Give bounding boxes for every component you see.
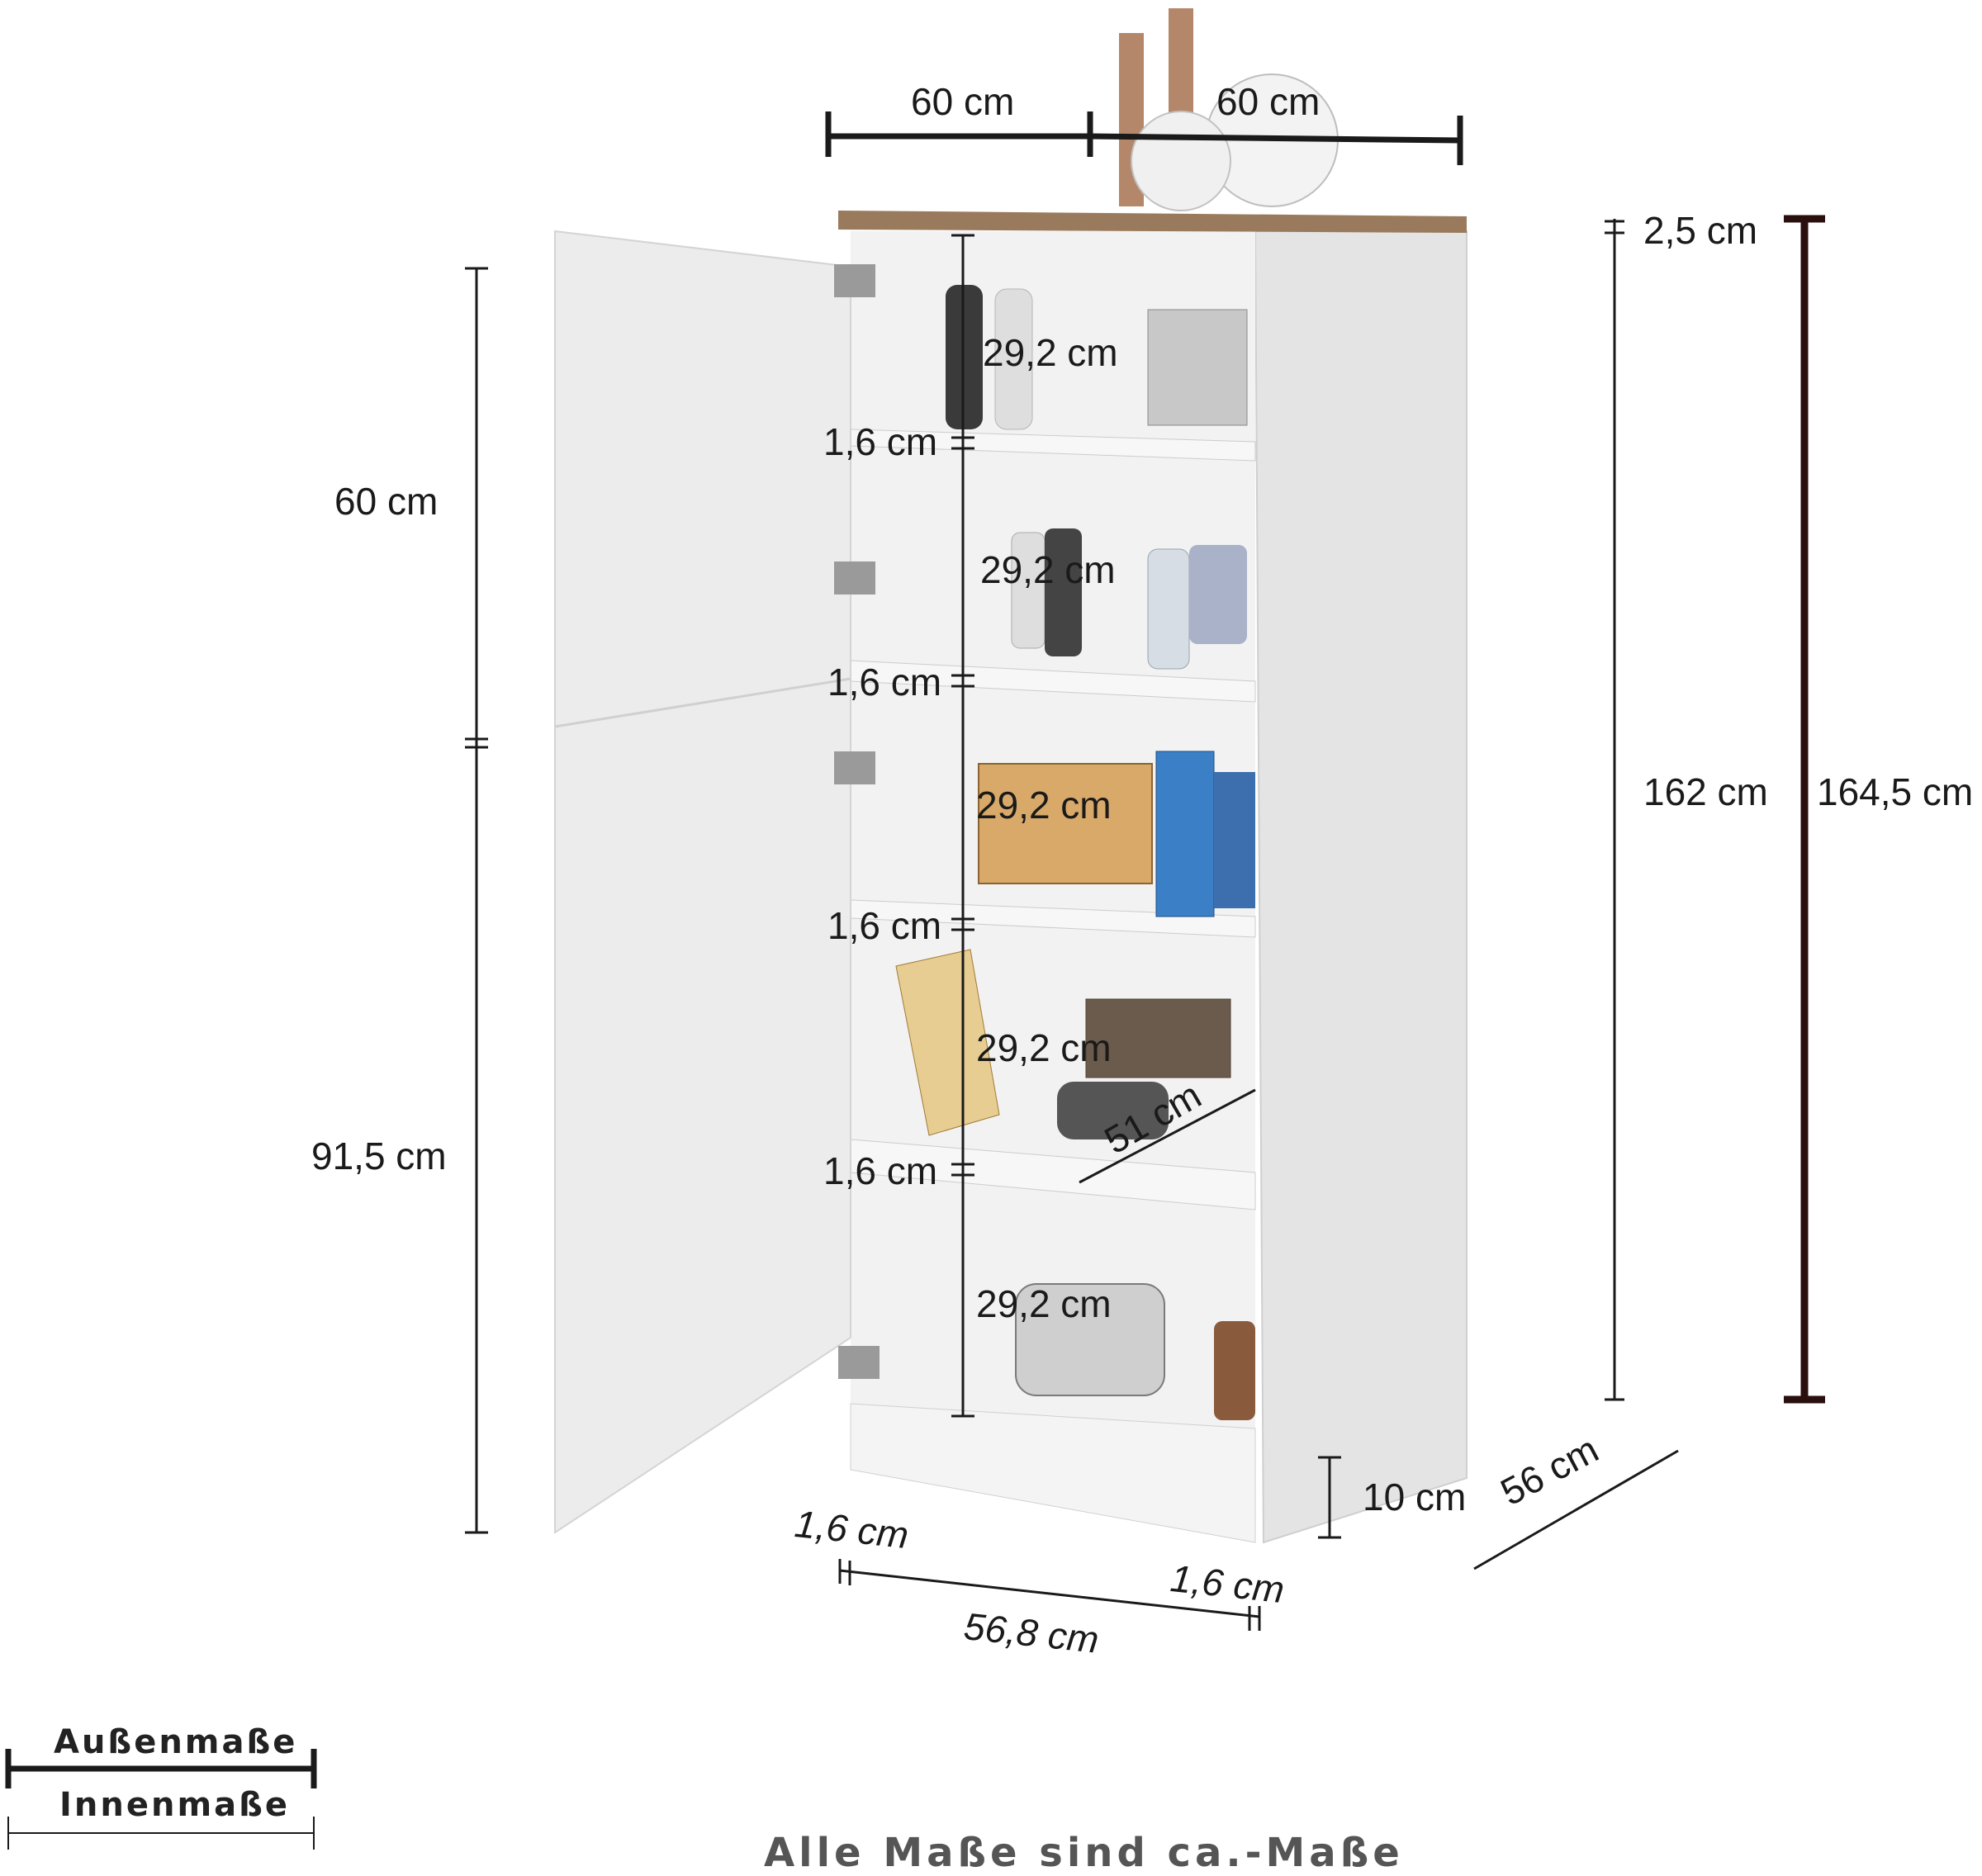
hinge-icon <box>834 264 875 297</box>
plinth <box>850 1403 1256 1543</box>
shelf-thickness-label: 1,6 cm <box>823 1149 938 1192</box>
decor-plate-icon <box>1131 111 1231 211</box>
footer-note: Alle Maße sind ca.-Maße <box>764 1830 1404 1876</box>
hinge-icon <box>834 561 875 595</box>
compartment-height-label: 29,2 cm <box>976 1282 1112 1325</box>
door-split-line <box>554 677 851 728</box>
salt-mill-icon <box>994 288 1033 430</box>
thin-dimension-lines <box>465 219 1679 1631</box>
shelf-thickness-label: 1,6 cm <box>827 661 942 704</box>
compartment-height-label: 29,2 cm <box>976 1026 1112 1069</box>
cake-stand-icon <box>1057 1082 1169 1139</box>
worktop-thickness-label: 2,5 cm <box>1643 209 1758 252</box>
lower-door-height-label: 91,5 cm <box>311 1135 447 1177</box>
compartment-height-label: 29,2 cm <box>980 548 1116 591</box>
top-width-right-label: 60 cm <box>1216 80 1321 123</box>
chips-bag-icon <box>895 949 1000 1136</box>
shelf-thickness-label: 1,6 cm <box>823 420 938 463</box>
hinge-icon <box>838 1346 880 1379</box>
cooking-pot-icon <box>1015 1283 1165 1396</box>
body-height-label: 162 cm <box>1643 770 1768 813</box>
upper-door-height-label: 60 cm <box>334 480 439 523</box>
spice-jar-icon <box>1214 1321 1255 1420</box>
glass-jars-icon <box>1085 998 1231 1078</box>
cereal-box-icon <box>1214 772 1255 908</box>
total-height-label: 164,5 cm <box>1817 770 1974 813</box>
legend-inner-label: Innenmaße <box>59 1786 291 1824</box>
outer-height-bar <box>1784 215 1825 1404</box>
cabinet-side-panel <box>1254 230 1468 1544</box>
worktop <box>838 211 1467 233</box>
plate-stack-icon <box>1147 309 1248 426</box>
plinth-height-label: 10 cm <box>1363 1476 1467 1518</box>
legend-outer-label: Außenmaße <box>54 1723 298 1761</box>
jar-icon <box>1189 545 1247 644</box>
cracker-box-icon <box>978 763 1153 884</box>
hinge-icon <box>834 751 875 784</box>
shelf-thickness-label: 1,6 cm <box>827 904 942 947</box>
compartment-height-label: 29,2 cm <box>983 331 1118 374</box>
outer-width-bar <box>825 111 1463 165</box>
legend-lines <box>5 1749 317 1850</box>
top-width-left-label: 60 cm <box>911 80 1015 123</box>
compartment-height-label: 29,2 cm <box>976 784 1112 827</box>
cereal-box-icon <box>1155 751 1215 917</box>
water-bottle-icon <box>1147 548 1190 670</box>
cabinet-door <box>554 230 851 1534</box>
pepper-shaker-icon <box>1045 528 1082 656</box>
